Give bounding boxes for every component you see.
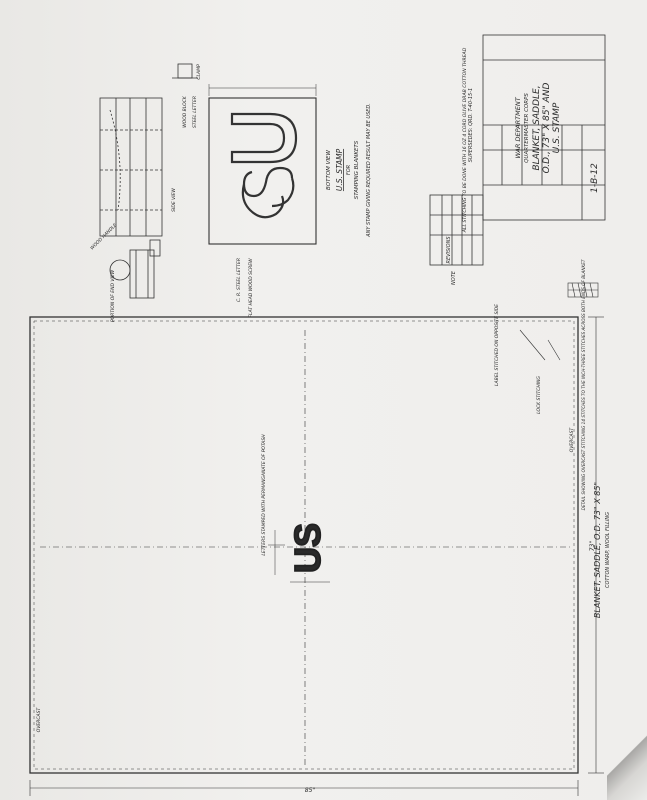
title-line-2: O.D., 73" X 85" AND <box>542 83 552 174</box>
stamp-note: ANY STAMP GIVING REQUIRED RESULT MAY BE … <box>366 103 372 238</box>
blanket-length-dim: 73" <box>589 541 596 552</box>
stamp-dimensions <box>268 530 330 583</box>
stamp-purpose: STAMPING BLANKETS <box>354 140 360 199</box>
bottom-view-label: BOTTOM VIEW <box>326 149 332 190</box>
blanket-outline <box>29 316 604 796</box>
stamp-for: FOR <box>346 165 352 175</box>
blanket-material: COTTON WARP, WOOL FILLING <box>605 512 611 588</box>
title-block-text: WAR DEPARTMENT QUARTERMASTER CORPS BLANK… <box>514 83 562 174</box>
stamp-name: U.S. STAMP <box>335 148 344 191</box>
department: WAR DEPARTMENT <box>514 96 522 158</box>
lock-stitching-label: LOCK STITCHING <box>536 376 542 414</box>
page-curl <box>607 710 647 800</box>
label-note: LABEL STITCHED ON OPPOSITE SIDE <box>494 304 500 386</box>
stitching-note: ALL STITCHING TO BE DONE WITH 16 OZ 4 CO… <box>462 47 468 233</box>
revisions-label: REVISIONS <box>446 236 452 264</box>
overcast-corner-label: OVERCAST <box>36 707 42 733</box>
lettering-note: LETTERS STAMPED WITH PERMANGANATE OF POT… <box>261 434 267 556</box>
wood-handle-label: WOOD HANDLE <box>89 222 118 251</box>
stamp-letters-us: US <box>287 523 328 573</box>
stamp-side-view <box>99 63 198 237</box>
stamp-letter-u <box>230 112 298 164</box>
drawing-number: 1-B-12 <box>590 163 600 193</box>
overcast-label: OVERCAST <box>569 427 575 453</box>
overcast-detail <box>519 282 599 361</box>
wood-block-label: WOOD BLOCK <box>182 95 188 128</box>
title-block <box>429 34 606 266</box>
stamp-end-view <box>109 239 161 299</box>
title-line-1: BLANKET, SADDLE, <box>532 85 542 170</box>
blanket-width-dim: 85" <box>305 787 316 794</box>
screws-label: FLAT HEAD WOOD SCREW <box>248 258 254 318</box>
steel-letters-label: C. R. STEEL LETTER <box>236 258 242 302</box>
side-view-label: SIDE VIEW <box>171 188 177 212</box>
overcast-detail-note: DETAIL SHOWING OVERCAST STITCHING 14 STI… <box>581 259 586 510</box>
stamp-letter-s <box>241 166 295 219</box>
clamp-label: CLAMP <box>196 64 202 80</box>
office: QUARTERMASTER CORPS <box>524 93 530 163</box>
supersedes: SUPERSEDES: QRD. T-40-15-1 <box>468 88 474 162</box>
stamp-caption: BOTTOM VIEW U.S. STAMP FOR STAMPING BLAN… <box>326 103 372 238</box>
end-view-label: PORTION OF END VIEW <box>110 269 116 322</box>
note-label: NOTE <box>451 270 457 285</box>
stamp-bottom-view <box>208 84 317 245</box>
title-line-3: U.S. STAMP <box>552 102 562 153</box>
blanket-caption: BLANKET, SADDLE, O.D. 73" X 85" COTTON W… <box>593 482 611 618</box>
blanket-us-stamp: US <box>286 522 329 574</box>
steel-letter-label: STEEL LETTER <box>192 96 198 128</box>
blanket-title: BLANKET, SADDLE, O.D. 73" X 85" <box>593 482 602 618</box>
